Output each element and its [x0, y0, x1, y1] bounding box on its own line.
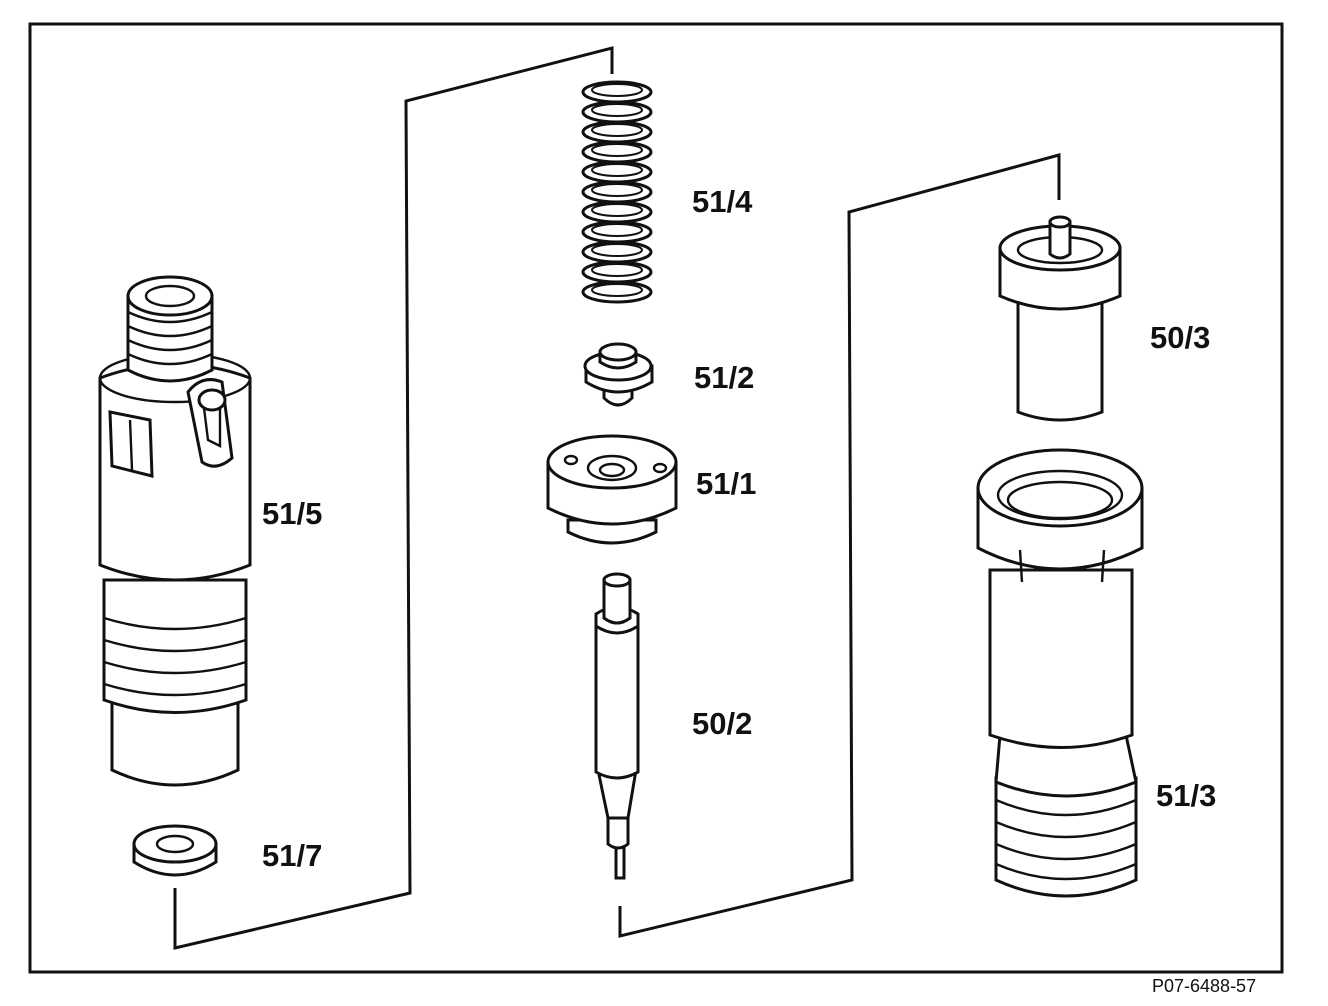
- nozzle-retaining-nut: [976, 448, 1144, 898]
- label-part-51-7: 51/7: [262, 838, 322, 873]
- spring-coil-inner: [591, 123, 643, 137]
- label-part-50-2: 50/2: [692, 706, 752, 741]
- label-part-50-3: 50/3: [1150, 320, 1210, 355]
- assembly-line-right: [618, 153, 1061, 938]
- intermediate-disc: [546, 434, 678, 545]
- label-part-51-4: 51/4: [692, 184, 753, 219]
- spring-coil-inner: [591, 143, 643, 157]
- nozzle-holder-body: [98, 275, 252, 787]
- spring-coil: [581, 280, 653, 304]
- spring-coil-inner: [591, 163, 643, 177]
- pressure-pin: [583, 342, 654, 407]
- label-part-51-5: 51/5: [262, 496, 322, 531]
- spring-coil-inner: [591, 103, 643, 117]
- spring-coil-inner: [591, 183, 643, 197]
- diagram-frame: [28, 22, 1284, 974]
- spring-coil-inner: [591, 223, 643, 237]
- label-part-51-1: 51/1: [696, 466, 756, 501]
- spring-coil-inner: [591, 283, 643, 297]
- figure-reference: P07-6488-57: [1152, 976, 1256, 996]
- label-part-51-3: 51/3: [1156, 778, 1216, 813]
- spring-coil-inner: [591, 203, 643, 217]
- injection-nozzle: [998, 215, 1122, 422]
- assembly-line-left: [173, 46, 614, 950]
- spring-coil-inner: [591, 83, 643, 97]
- nozzle-needle: [594, 572, 640, 880]
- sealing-washer: [132, 824, 218, 877]
- compression-spring: [581, 80, 653, 304]
- label-part-51-2: 51/2: [694, 360, 754, 395]
- spring-coil-inner: [591, 243, 643, 257]
- spring-coil-inner: [591, 263, 643, 277]
